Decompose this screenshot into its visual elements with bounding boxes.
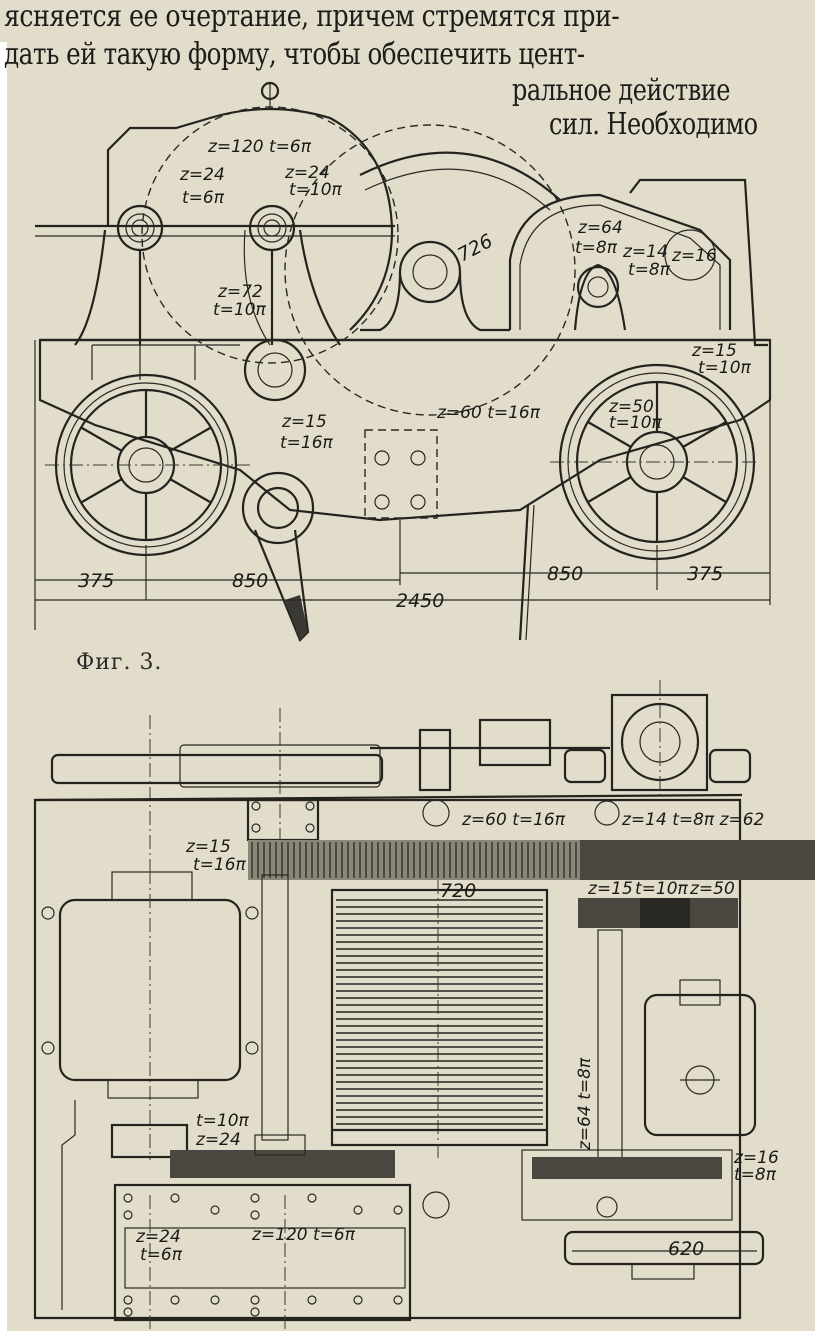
label-t6: t=6π [182,188,225,208]
rope-drum-plan [330,880,549,1160]
bolt-icon [123,1295,133,1305]
body-text-line: сил. Необходимо [549,107,758,142]
bolt-icon [250,1210,260,1220]
dimension-850-right: 850 [547,563,583,585]
figure-caption: Фиг. 3. [76,650,163,675]
bolt-icon [307,1193,317,1203]
label-z64: z=64 [577,218,623,238]
motor-left [41,870,259,1160]
label-t8: t=8π [575,238,618,258]
dimension-2450: 2450 [396,590,444,612]
label-z60-t16: z=60 t=16π [436,403,541,423]
shaft-left [261,874,289,1141]
label-t16: t=16π [280,433,334,453]
dimension-375-right: 375 [687,563,723,585]
label-t10: t=10π [609,413,663,433]
travel-wheel-left [45,373,250,557]
label-z16: z=16 [671,246,717,266]
bolt-icon [250,1193,260,1203]
housing-ribs [91,344,240,380]
dimension-850-left: 850 [232,570,268,592]
bearing-left [116,204,164,252]
bearing-block-top-right [610,680,709,800]
dimension-375-left: 375 [78,570,114,592]
dimension-720: 720 [440,880,476,902]
bolt-block [364,429,438,519]
gear-z64 [532,1157,722,1179]
label-z64-t8: z=64 t=8π [575,1057,595,1151]
label-z120-t6: z=120 t=6π [207,137,312,157]
lifting-eye [260,81,280,108]
bolt-icon [170,1295,180,1305]
bolt-icon [123,1307,133,1317]
bolt-icon [123,1193,133,1203]
gear-z24-z120 [170,1150,395,1178]
motor-right [643,979,757,1137]
bolt-icon [393,1295,403,1305]
bolt-icon [170,1193,180,1203]
body-text-line: ясняется ее очертание, причем стремятся … [4,0,620,34]
label-t10: t=10π [196,1111,250,1131]
rope-sheave [241,471,315,642]
label-z60-t16: z=60 t=16π [461,810,566,830]
dimension-620: 620 [668,1238,704,1260]
label-t10: t=10π [635,879,689,899]
label-t8: t=8π [734,1165,777,1185]
gear-teeth [251,842,577,878]
bolt-icon [210,1295,220,1305]
bolt-icon [393,1205,403,1215]
label-z24: z=24 [179,165,225,185]
scan-margin [0,42,7,1331]
bolt-icon [250,1295,260,1305]
bearing-lower [243,338,307,402]
label-z24: z=24 [195,1130,241,1150]
label-t10: t=10π [213,300,267,320]
label-z50: z=50 [608,397,654,417]
bearing-block-left [246,798,320,842]
winch-side-view: z=120 t=6π z=24 t=6π z=24 t=10π z=72 t=1… [34,81,772,642]
bolt-icon [210,1205,220,1215]
gear-housing [106,107,394,331]
label-t10: t=10π [289,180,343,200]
label-z14: z=14 [622,242,668,262]
bolt-icon [353,1295,363,1305]
label-z50: z=50 [689,879,735,899]
body-text-line: дать ей такую форму, чтобы обеспечить це… [4,37,585,72]
bearing-right [573,263,627,331]
gear-z16-circle [664,229,716,281]
label-t10: t=10π [698,358,752,378]
label-z15: z=15 [691,341,737,361]
top-pulley-belt [50,708,752,870]
label-z24: z=24 [284,163,330,183]
bottom-pulley [563,1230,765,1280]
dimension-lines [34,340,771,630]
body-text-line: ральное действие [512,73,730,108]
gear-z120-pitch-circle [141,106,399,364]
label-z15: z=15 [281,412,327,432]
bolt-icon [307,1295,317,1305]
gearbox-bottom [113,1183,412,1331]
label-z14-t8-z62: z=14 t=8π z=62 [621,810,764,830]
label-z15: z=15 [587,879,633,899]
main-frame [33,798,742,1320]
shaft-right [597,929,623,1161]
label-z120-t6: z=120 t=6π [251,1225,356,1245]
travel-wheel-right [550,363,760,561]
label-t6: t=6π [140,1245,183,1265]
right-gear-housing [508,193,732,330]
label-z24: z=24 [135,1227,181,1247]
label-z15: z=15 [185,837,231,857]
label-z16: z=16 [733,1148,779,1168]
label-t16: t=16π [193,855,247,875]
label-t8: t=8π [628,260,671,280]
dimension-726: 726 [454,230,496,266]
bolt-icon [123,1210,133,1220]
label-z72: z=72 [217,282,263,302]
bolt-icon [353,1205,363,1215]
bolt-icon [250,1307,260,1317]
rope-drum [284,124,576,416]
winch-plan-view: z=15 t=16π z=60 t=16π z=14 t=8π z=62 720… [33,680,815,1331]
